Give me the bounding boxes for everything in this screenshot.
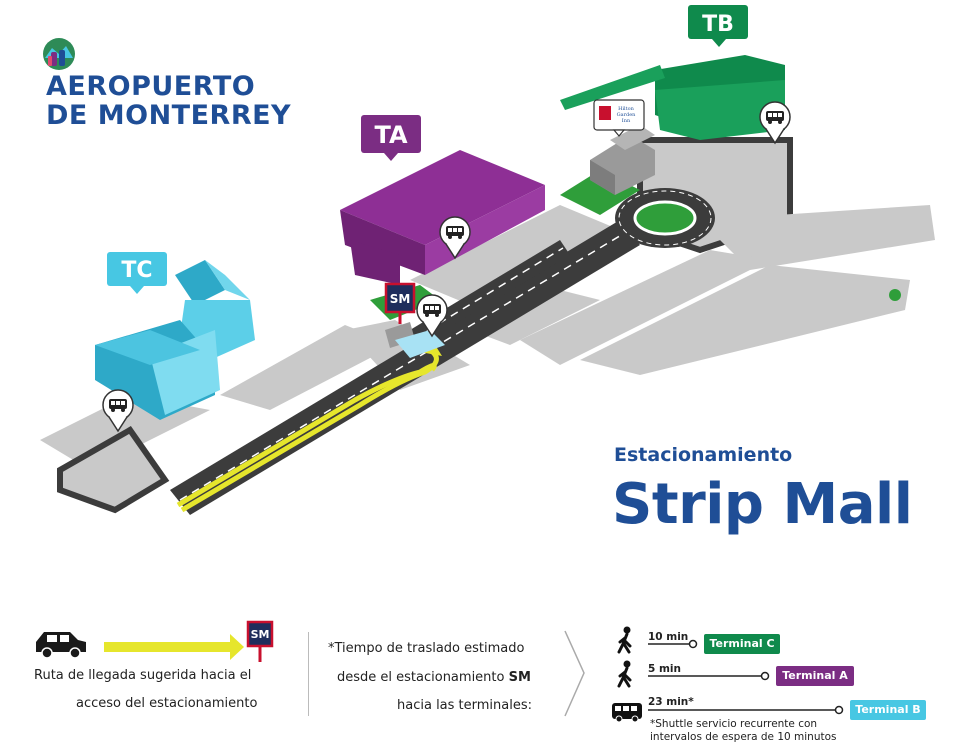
legend-time-text-2: desde el estacionamiento SM	[337, 670, 531, 685]
travel-time-terminal-b: 23 min*	[648, 696, 694, 708]
legend-route-graphic	[36, 620, 274, 662]
terminal-a-pill: Terminal A	[776, 666, 854, 686]
legend-time-text-3: hacia las terminales:	[397, 698, 533, 713]
terminal-b-pill: Terminal B	[850, 700, 926, 720]
airport-logo-text: AEROPUERTO DE MONTERREY	[46, 71, 292, 131]
svg-text:TC: TC	[121, 258, 152, 283]
route-arrow-icon	[104, 634, 244, 660]
terminal-c-pill: Terminal C	[704, 634, 780, 654]
legend-route-text-2: acceso del estacionamiento	[76, 696, 258, 711]
legend-sm-marker	[246, 620, 274, 662]
terminal-tc-badge: TC	[107, 252, 167, 294]
travel-times-graphic	[612, 626, 844, 723]
hotel-building	[590, 125, 655, 195]
svg-text:Inn: Inn	[622, 118, 631, 124]
car-icon	[36, 632, 86, 659]
legend-time-text-1: *Tiempo de traslado estimado	[328, 641, 525, 656]
svg-text:TA: TA	[374, 121, 408, 149]
legend-divider	[308, 632, 309, 716]
walk-icon-terminal-a	[617, 660, 632, 688]
strip-mall-building	[385, 322, 445, 358]
page-title: Strip Mall	[612, 472, 913, 537]
hotel-logo-icon	[599, 106, 611, 120]
chevron-right-icon	[564, 630, 585, 717]
hotel-sign: Hilton Garden Inn	[593, 99, 645, 137]
suggested-route-tail	[180, 347, 439, 513]
travel-time-terminal-c: 10 min	[648, 631, 689, 643]
legend-sm-label: SM	[250, 628, 270, 641]
travel-time-terminal-a: 5 min	[648, 663, 681, 675]
airport-map: TC TA TB Hilton Garden Inn SM	[40, 5, 935, 515]
roundabout	[615, 188, 715, 248]
shuttle-icon-terminal-b	[612, 703, 642, 723]
terminal-tb-badge: TB	[688, 5, 748, 47]
walk-icon-terminal-c	[617, 626, 632, 654]
svg-text:TB: TB	[702, 12, 734, 37]
terminal-ta-badge: TA	[361, 115, 421, 161]
sm-marker: SM	[384, 282, 416, 324]
svg-text:SM: SM	[390, 292, 411, 306]
svg-text:Garden: Garden	[617, 112, 637, 118]
svg-text:Hilton: Hilton	[618, 106, 635, 112]
terminal-b-building	[560, 55, 785, 140]
page-subtitle: Estacionamiento	[614, 444, 793, 466]
airport-logo-icon	[43, 38, 75, 70]
legend-route-text-1: Ruta de llegada sugerida hacia el	[34, 668, 252, 683]
